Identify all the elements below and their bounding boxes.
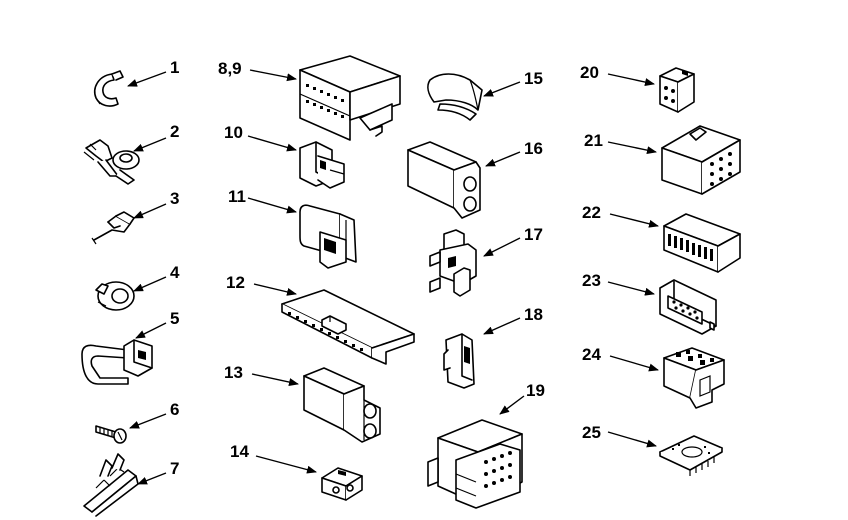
part-5: 5 [81,309,179,385]
leader-2 [133,137,167,152]
part-10: 10 [224,123,345,189]
leader-18 [483,317,521,335]
label-part-13: 13 [224,363,243,382]
part-2: 2 [83,122,179,185]
label-part-21: 21 [584,131,603,150]
label-part-2: 2 [170,122,179,141]
label-part-10: 10 [224,123,243,142]
leader-4 [133,276,167,292]
label-part-23: 23 [582,271,601,290]
leader-5 [135,322,167,339]
label-part-11: 11 [228,187,246,206]
label-part-7: 7 [170,459,179,478]
part-3: 3 [91,189,179,245]
part-18: 18 [443,305,543,389]
label-part-4: 4 [170,263,180,282]
label-part-12: 12 [226,273,245,292]
leader-10 [247,135,297,152]
leader-1 [127,71,167,87]
label-part-14: 14 [230,442,249,461]
leader-12 [253,283,297,296]
leader-24 [609,355,659,372]
leader-6 [129,413,167,429]
label-part-16: 16 [524,139,543,158]
label-part-5: 5 [170,309,179,328]
leader-11 [247,197,297,214]
leader-22 [609,213,659,228]
label-part-8-9: 8,9 [218,59,242,78]
part-6: 6 [95,400,179,444]
leader-23 [607,281,655,296]
part-11: 11 [228,187,357,269]
leader-8-9 [249,69,297,82]
part-14: 14 [230,442,363,501]
label-part-19: 19 [526,381,545,400]
label-part-3: 3 [170,189,179,208]
leader-20 [607,73,655,86]
label-part-18: 18 [524,305,543,324]
leader-3 [133,203,167,219]
label-part-22: 22 [582,203,601,222]
part-1: 1 [94,58,179,107]
part-24: 24 [582,345,725,409]
part-15: 15 [427,69,543,121]
label-part-6: 6 [170,400,179,419]
part-22: 22 [582,203,741,273]
leader-15 [483,81,521,97]
leader-17 [483,237,521,257]
part-23: 23 [582,271,717,335]
label-part-20: 20 [580,63,599,82]
leader-14 [255,455,317,474]
leader-16 [485,151,521,167]
part-17: 17 [429,225,543,297]
part-8-9: 8,9 [218,55,401,141]
leader-25 [607,431,657,448]
part-16: 16 [407,139,543,219]
part-19: 19 [427,381,545,509]
part-4: 4 [95,263,180,311]
part-12: 12 [226,273,415,365]
label-part-15: 15 [524,69,543,88]
leader-21 [607,141,657,155]
part-20: 20 [580,63,695,113]
label-part-17: 17 [524,225,543,244]
leader-19 [499,395,525,415]
label-part-1: 1 [170,58,179,77]
part-21: 21 [584,125,741,195]
part-13: 13 [224,363,381,443]
leader-13 [251,373,299,386]
part-25: 25 [582,423,723,476]
label-part-24: 24 [582,345,601,364]
leader-7 [137,472,167,485]
part-7: 7 [83,453,179,517]
label-part-25: 25 [582,423,601,442]
